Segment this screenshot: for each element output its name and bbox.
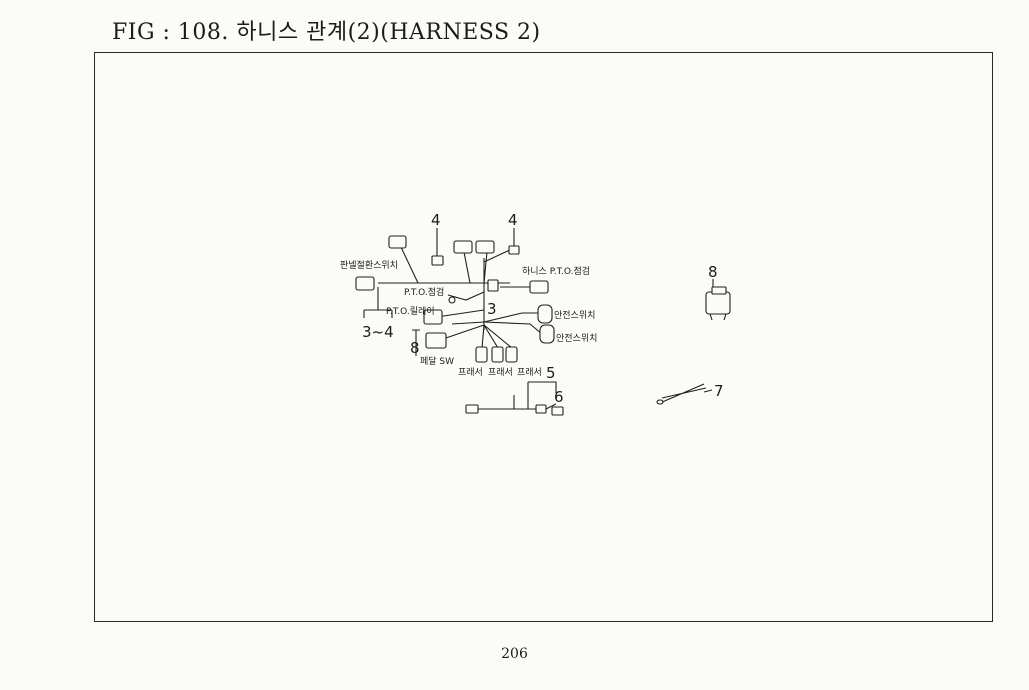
part-7: 7 (656, 382, 724, 405)
connector-sub-right-1 (535, 404, 547, 414)
wire-safety-1 (483, 312, 540, 323)
harness-main: 판넬절환스위치 하니스 P.T.O.점검 P.T.O.점검 P.T.O.릴레이 … (340, 211, 597, 382)
page-title: FIG : 108. 하니스 관계(2)(HARNESS 2) (112, 20, 541, 45)
connector-presser-1 (475, 346, 488, 363)
connector-pedal (425, 332, 447, 349)
label-panel-switch: 판넬절환스위치 (340, 259, 398, 271)
label-harness-pto-check: 하니스 P.T.O.점검 (522, 265, 590, 277)
harness-sub-5-6: 6 (465, 381, 564, 416)
wire-8a-leader (412, 329, 420, 356)
connector-safety-1 (537, 304, 553, 324)
connector-presser-3 (505, 346, 518, 363)
wire-pedal (439, 324, 485, 341)
connector-panel-switch-top (388, 235, 407, 249)
wire-3to4-bracket (363, 287, 393, 318)
label-safety-switch-2: 안전스위치 (556, 332, 597, 344)
wire-mid (451, 321, 485, 325)
connector-harness-pto (529, 280, 549, 294)
wire-pressers (481, 324, 513, 349)
connector-4a (431, 255, 444, 266)
connector-top-2 (475, 240, 495, 254)
connector-pto-relay (423, 309, 443, 325)
connector-sub-left (465, 404, 479, 414)
wire-sub-harness (476, 381, 557, 410)
label-pto-relay: P.T.O.릴레이 (386, 306, 435, 317)
callout-3-to-4: 3~4 (362, 323, 394, 341)
callout-5: 5 (546, 364, 556, 382)
label-presser-3: 프래서 (517, 367, 542, 378)
page-number: 206 (501, 646, 528, 662)
label-pto-check: P.T.O.점검 (404, 286, 444, 298)
connector-panel-switch (355, 276, 375, 291)
label-safety-switch-1: 안전스위치 (554, 309, 595, 321)
part-8-bracket (709, 313, 727, 321)
callout-4b: 4 (508, 211, 518, 229)
label-pedal-sw: 페달 SW (420, 355, 454, 367)
part-7-body (659, 383, 707, 404)
connector-4b (508, 245, 520, 255)
connector-presser-2 (491, 346, 504, 363)
part-7-tip (656, 399, 664, 405)
part-8-relay: 8 (705, 263, 731, 321)
wire-safety-2 (483, 321, 543, 335)
callout-4a: 4 (431, 211, 441, 229)
connector-safety-2 (539, 324, 555, 344)
part-8-body (705, 291, 731, 315)
callout-8b: 8 (708, 263, 718, 281)
wire-pto-check (447, 291, 485, 301)
diagram-frame (94, 52, 993, 622)
part-8-cap (711, 286, 727, 295)
connector-sub-right-2 (551, 406, 564, 416)
callout-3: 3 (487, 300, 497, 318)
part-7-leader (703, 389, 713, 393)
label-presser-1: 프래서 (458, 367, 483, 378)
connector-trunk-end (487, 279, 499, 292)
callout-7: 7 (714, 382, 724, 400)
connector-pto-check (448, 296, 456, 304)
connector-top-1 (453, 240, 473, 254)
wire-top-group (463, 228, 515, 284)
label-presser-2: 프래서 (488, 367, 513, 378)
wire-panel-switch (399, 244, 419, 284)
callout-6: 6 (554, 388, 564, 406)
callout-8a: 8 (410, 339, 420, 357)
